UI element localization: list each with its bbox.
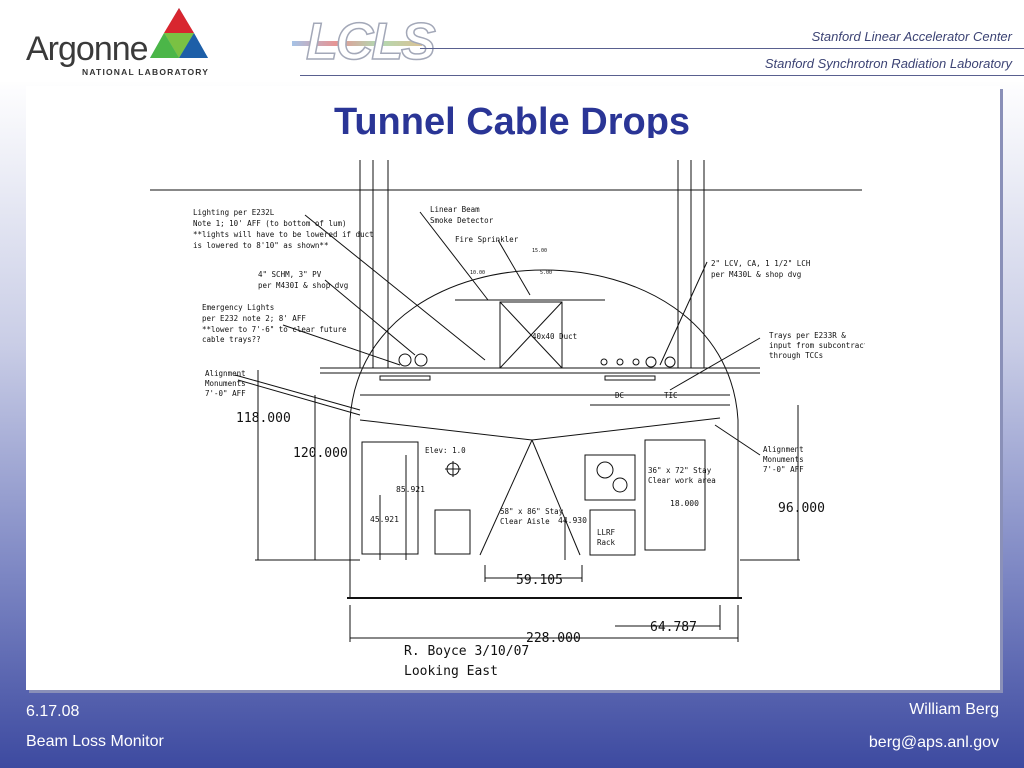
- footer-author: William Berg: [909, 701, 999, 718]
- dim-64: 64.787: [650, 620, 697, 635]
- dim-118: 118.000: [236, 411, 291, 426]
- label-smoke-2: Smoke Detector: [430, 216, 494, 225]
- argonne-logo-icon: [150, 8, 208, 58]
- dim-59: 59.105: [516, 573, 563, 588]
- label-conduit-left-1: 4" SCHM, 3" PV: [258, 270, 322, 279]
- ssrl-name: Stanford Synchrotron Radiation Laborator…: [764, 56, 1012, 71]
- label-stay-right-2: Clear work area: [648, 476, 716, 485]
- argonne-wordmark: Argonne: [26, 30, 149, 68]
- dim-85: 85.921: [396, 485, 425, 494]
- label-monument-right-2: Monuments: [763, 455, 804, 464]
- label-trays-2: input from subcontractor: [769, 341, 865, 350]
- label-monument-left-2: Monuments: [205, 379, 246, 388]
- slac-name: Stanford Linear Accelerator Center: [811, 29, 1012, 44]
- label-small-dim: 15.00: [532, 248, 547, 254]
- label-emergency-3: **lower to 7'-6" to clear future: [202, 325, 347, 334]
- header-rule-1: [420, 48, 1024, 49]
- label-small-dim2: 10.00: [470, 270, 485, 276]
- label-rack-2: Rack: [597, 538, 616, 547]
- label-tic: TIC: [664, 391, 678, 400]
- dim-44: 44.930: [558, 516, 587, 525]
- lcls-stripe: [292, 41, 422, 46]
- label-rack-1: LLRF: [597, 528, 616, 537]
- label-trays-3: through TCCs: [769, 351, 823, 360]
- lcls-logo: LCLS: [305, 12, 436, 72]
- label-lighting-4: is lowered to 8'10" as shown**: [193, 241, 328, 250]
- label-sprinkler: Fire Sprinkler: [455, 235, 519, 244]
- label-emergency-4: cable trays??: [202, 335, 261, 344]
- label-monument-left-3: 7'-0" AFF: [205, 389, 246, 398]
- dim-45-left: 45.921: [370, 515, 399, 524]
- label-duct: 40x40 Duct: [532, 332, 577, 341]
- label-smoke-1: Linear Beam: [430, 205, 480, 214]
- tunnel-drawing: Lighting per E232L Note 1; 10' AFF (to b…: [150, 160, 865, 679]
- label-conduit-left-2: per M430I & shop dvg: [258, 281, 348, 290]
- footer-email: berg@aps.anl.gov: [868, 734, 999, 751]
- label-conduit-right-2: per M430L & shop dvg: [711, 270, 801, 279]
- label-lighting-1: Lighting per E232L: [193, 208, 275, 217]
- signature-line-2: Looking East: [404, 664, 498, 679]
- argonne-subtitle: NATIONAL LABORATORY: [82, 67, 210, 77]
- label-stay-left-2: Clear Aisle: [500, 517, 550, 526]
- label-conduit-right-1: 2" LCV, CA, 1 1/2" LCH: [711, 259, 811, 268]
- label-emergency-1: Emergency Lights: [202, 303, 274, 312]
- header-rule-2: [300, 75, 1024, 76]
- label-emergency-2: per E232 note 2; 8' AFF: [202, 314, 306, 323]
- label-lighting-2: Note 1; 10' AFF (to bottom of lum): [193, 219, 347, 228]
- dim-120: 120.000: [293, 446, 348, 461]
- label-elev: Elev: 1.0: [425, 446, 466, 455]
- label-trays-1: Trays per E233R &: [769, 331, 846, 340]
- footer-date: 6.17.08: [26, 703, 80, 720]
- label-stay-left-1: 58" x 86" Stay: [500, 507, 564, 516]
- label-small-dim3: 5.00: [540, 270, 552, 276]
- label-dc: DC: [615, 391, 624, 400]
- label-stay-right-1: 36" x 72" Stay: [648, 466, 712, 475]
- slide-panel: [26, 86, 1000, 690]
- signature-line-1: R. Boyce 3/10/07: [404, 644, 529, 659]
- label-monument-right-1: Alignment: [763, 445, 804, 454]
- label-lighting-3: **lights will have to be lowered if duct: [193, 230, 374, 239]
- label-monument-left-1: Alignment: [205, 369, 246, 378]
- slide-title: Tunnel Cable Drops: [333, 101, 691, 138]
- footer-topic: Beam Loss Monitor: [26, 733, 164, 750]
- label-monument-right-3: 7'-0" AFF: [763, 465, 804, 474]
- dim-228: 228.000: [526, 631, 581, 646]
- dim-18: 18.000: [670, 499, 699, 508]
- slide-header: Argonne NATIONAL LABORATORY LCLS Stanfor…: [0, 0, 1024, 82]
- dim-96: 96.000: [778, 501, 825, 516]
